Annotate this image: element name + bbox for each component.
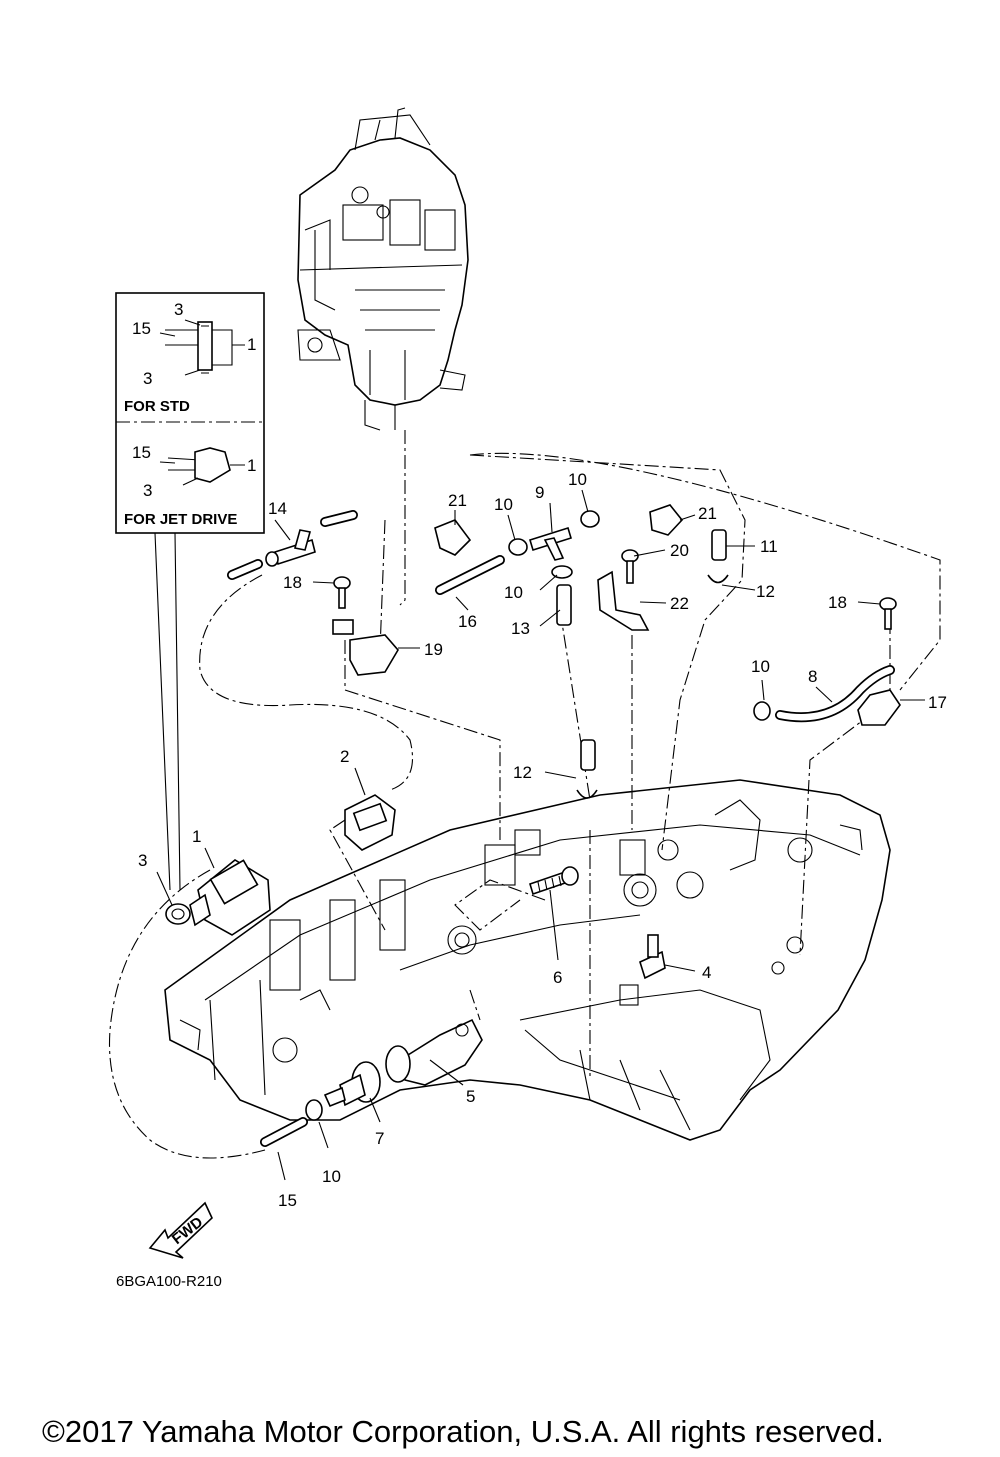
engine-block xyxy=(297,107,469,431)
part-8-hose xyxy=(775,665,895,723)
callout-3: 3 xyxy=(138,851,147,870)
phantom-lines xyxy=(108,430,941,1159)
inset-box xyxy=(115,292,265,891)
inset-std-callout-3-top: 3 xyxy=(174,300,183,319)
part-16-hose xyxy=(435,555,505,595)
callout-18-a: 18 xyxy=(283,573,302,592)
callout-13: 13 xyxy=(511,619,530,638)
inset-jet-label: FOR JET DRIVE xyxy=(124,511,237,528)
callout-1: 1 xyxy=(192,827,201,846)
callout-21-b: 21 xyxy=(698,504,717,523)
callout-4: 4 xyxy=(702,963,711,982)
fwd-arrow xyxy=(148,1201,213,1259)
callout-19: 19 xyxy=(424,640,443,659)
callout-10-b: 10 xyxy=(568,470,587,489)
callout-10-a: 10 xyxy=(494,495,513,514)
callout-22: 22 xyxy=(670,594,689,613)
part-4-fitting xyxy=(639,934,666,980)
part-10-clamps xyxy=(305,510,771,1121)
callout-10-e: 10 xyxy=(322,1167,341,1186)
part-14-t-joint xyxy=(265,529,316,567)
part-3-clamp xyxy=(165,903,191,925)
part-12-clips xyxy=(576,574,729,799)
callout-12-a: 12 xyxy=(756,582,775,601)
inset-std-callout-3-bottom: 3 xyxy=(143,369,152,388)
callout-21-a: 21 xyxy=(448,491,467,510)
callout-10-d: 10 xyxy=(751,657,770,676)
callout-labels: 1 2 3 4 5 6 7 8 9 10 10 10 10 10 11 12 1… xyxy=(138,470,947,1210)
part-2-grommet xyxy=(344,794,396,851)
part-18-bolts xyxy=(333,576,897,630)
callout-2: 2 xyxy=(340,747,349,766)
part-17-holder xyxy=(857,689,901,726)
part-9-t-joint xyxy=(529,526,572,561)
inset-labels: 3 15 1 3 FOR STD 15 1 3 FOR JET DRIVE xyxy=(124,300,256,528)
callout-20: 20 xyxy=(670,541,689,560)
part-22-bracket xyxy=(597,570,650,631)
inset-jet-callout-1: 1 xyxy=(247,456,256,475)
part-20-bolt xyxy=(621,549,639,584)
callout-7: 7 xyxy=(375,1129,384,1148)
callout-16: 16 xyxy=(458,612,477,631)
drawing-code: 6BGA100-R210 xyxy=(116,1273,222,1290)
inset-std-label: FOR STD xyxy=(124,398,190,415)
inset-std-callout-15: 15 xyxy=(132,319,151,338)
callout-10-c: 10 xyxy=(504,583,523,602)
part-6-screw xyxy=(529,866,579,896)
copyright-notice: ©2017 Yamaha Motor Corporation, U.S.A. A… xyxy=(42,1414,884,1449)
callout-9: 9 xyxy=(535,483,544,502)
part-5-seal xyxy=(385,1018,483,1086)
callout-8: 8 xyxy=(808,667,817,686)
part-13-hose xyxy=(556,584,596,771)
callout-18-b: 18 xyxy=(828,593,847,612)
part-19-holder xyxy=(332,619,399,676)
callout-leaders xyxy=(156,489,925,1181)
bottom-cowling xyxy=(164,779,891,1141)
callout-11: 11 xyxy=(760,537,778,556)
callout-5: 5 xyxy=(466,1087,475,1106)
inset-std-callout-1: 1 xyxy=(247,335,256,354)
callout-15: 15 xyxy=(278,1191,297,1210)
part-15-hose xyxy=(227,510,358,1147)
inset-jet-callout-3: 3 xyxy=(143,481,152,500)
inset-jet-callout-15: 15 xyxy=(132,443,151,462)
part-7-joint xyxy=(323,1061,381,1108)
part-11-hose xyxy=(711,529,727,561)
callout-14: 14 xyxy=(268,499,287,518)
part-1-grommet xyxy=(189,859,271,936)
callout-12-b: 12 xyxy=(513,763,532,782)
callout-17: 17 xyxy=(928,693,947,712)
callout-6: 6 xyxy=(553,968,562,987)
part-21-holders xyxy=(434,504,684,556)
